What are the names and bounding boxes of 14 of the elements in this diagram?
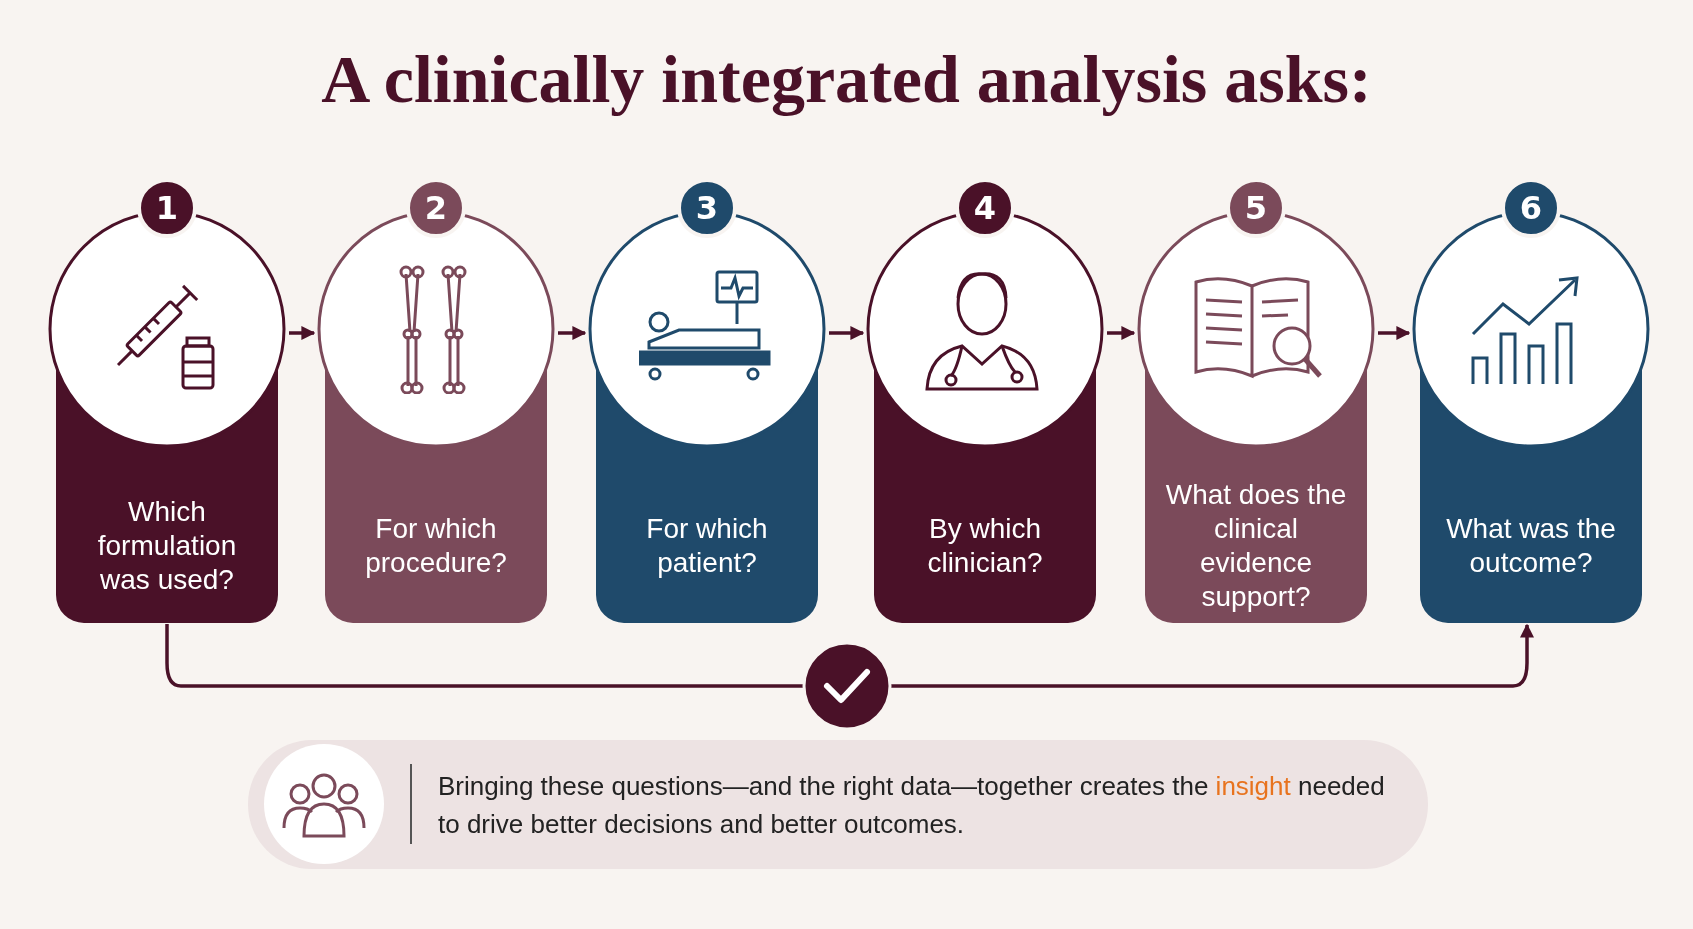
- question-text: Which formulation was used?: [96, 495, 238, 597]
- question-text: What does the clinical evidence support?: [1164, 478, 1348, 614]
- question-text: For which procedure?: [364, 512, 508, 580]
- arrow: [1107, 326, 1136, 340]
- arrow: [1378, 326, 1411, 340]
- question-text: For which patient?: [645, 512, 769, 580]
- title: A clinically integrated analysis asks:: [320, 40, 1373, 119]
- arrow: [165, 623, 1534, 688]
- arrow: [829, 326, 865, 340]
- banner-text: Bringing these questions—and the right data—together creates the insight needed to drive better decisions and better outcomes.: [438, 769, 1386, 841]
- arrow: [558, 326, 587, 340]
- arrow: [289, 326, 316, 340]
- question-text: What was the outcome?: [1445, 512, 1617, 580]
- question-text: By which clinician?: [926, 512, 1044, 580]
